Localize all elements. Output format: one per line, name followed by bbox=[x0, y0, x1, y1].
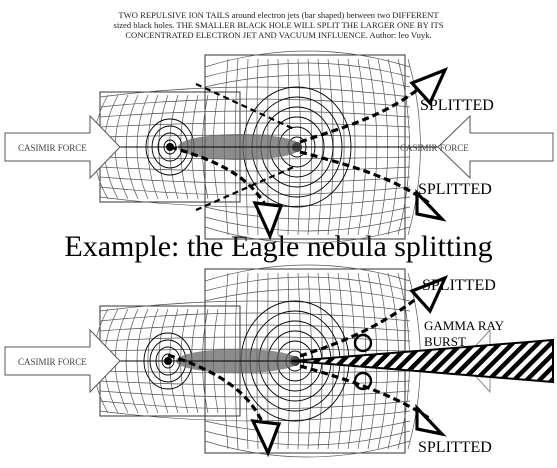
caption: TWO REPULSIVE ION TAILS around electron … bbox=[0, 10, 557, 41]
field-line-horizontal bbox=[99, 370, 411, 374]
caption-line-2: sized black holes. THE SMALLER BLACK HOL… bbox=[113, 20, 444, 31]
bottom-left-casimir-arrow: CASIMIR FORCE bbox=[4, 328, 121, 394]
field-line-horizontal bbox=[99, 166, 411, 172]
field-line-horizontal bbox=[99, 324, 411, 332]
field-line-horizontal bbox=[99, 86, 411, 98]
burst-ring-upper bbox=[353, 333, 373, 353]
field-line-horizontal bbox=[204, 430, 411, 446]
field-line-horizontal bbox=[99, 348, 411, 352]
field-line-horizontal bbox=[99, 186, 411, 196]
headline: Example: the Eagle nebula splitting bbox=[64, 230, 493, 263]
field-line-horizontal bbox=[204, 50, 411, 68]
gamma-ray-label: GAMMA RAY bbox=[424, 318, 505, 333]
field-line-horizontal bbox=[99, 122, 411, 128]
field-line-horizontal bbox=[204, 62, 411, 78]
field-line-horizontal bbox=[204, 264, 411, 282]
caption-line-1: TWO REPULSIVE ION TAILS around electron … bbox=[118, 10, 439, 20]
field-line-horizontal bbox=[204, 420, 411, 434]
bottom-arrowheads bbox=[250, 275, 449, 458]
field-line-horizontal bbox=[99, 98, 411, 108]
top-diagram: CASIMIR FORCE CASIMIR FORCE SPLITTED SPL… bbox=[4, 50, 554, 244]
field-line-horizontal bbox=[99, 196, 411, 208]
caption-line-3: CONCENTRATED ELECTRON JET AND VACUUM INF… bbox=[125, 30, 432, 41]
field-line-horizontal bbox=[204, 440, 411, 458]
field-line-horizontal bbox=[204, 206, 411, 220]
top-right-casimir-arrow: CASIMIR FORCE bbox=[400, 114, 554, 180]
top-upper-splitted-label: SPLITTED bbox=[420, 97, 494, 114]
field-line-horizontal bbox=[99, 312, 411, 322]
field-line-horizontal bbox=[99, 300, 411, 312]
top-arrowheads bbox=[252, 67, 449, 241]
top-lower-splitted-label: SPLITTED bbox=[418, 181, 492, 198]
bottom-lower-splitted-label: SPLITTED bbox=[418, 439, 492, 456]
bottom-diagram: CASIMIR FORCE SPLITTED GAMMA RAY BURST S… bbox=[4, 264, 554, 458]
bottom-left-casimir-label: CASIMIR FORCE bbox=[18, 357, 87, 367]
top-right-casimir-label: CASIMIR FORCE bbox=[400, 143, 469, 153]
top-dashed-line-lower bbox=[195, 164, 297, 212]
field-line-horizontal bbox=[204, 226, 411, 244]
field-line-horizontal bbox=[204, 74, 411, 88]
gamma-ray-burst-beam bbox=[291, 338, 554, 384]
field-line-horizontal bbox=[204, 276, 411, 292]
top-left-casimir-arrow: CASIMIR FORCE bbox=[4, 114, 121, 180]
burst-label: BURST bbox=[424, 334, 466, 349]
burst-ring-lower bbox=[353, 371, 373, 391]
bottom-upper-splitted-label: SPLITTED bbox=[422, 277, 496, 294]
field-line-horizontal bbox=[204, 216, 411, 232]
field-line-horizontal bbox=[99, 176, 411, 184]
top-left-casimir-label: CASIMIR FORCE bbox=[18, 143, 87, 153]
field-line-horizontal bbox=[204, 288, 411, 302]
top-dashed-line-upper bbox=[195, 83, 297, 131]
field-line-horizontal bbox=[99, 390, 411, 398]
